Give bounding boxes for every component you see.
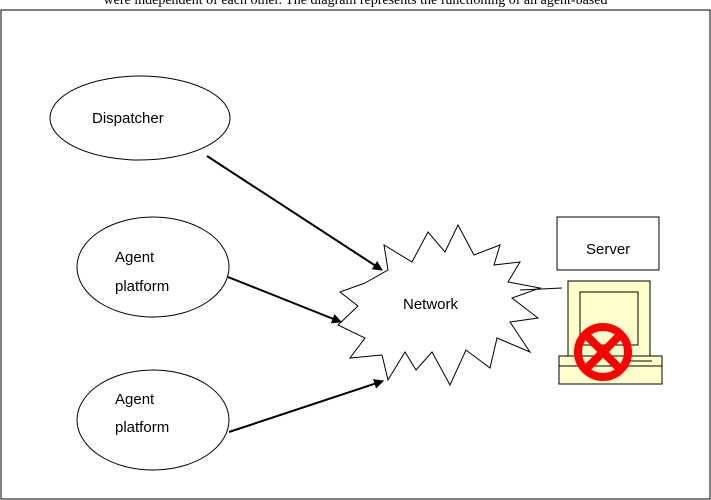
agent-platform-2-label-line1: Agent <box>115 391 155 408</box>
dispatcher-label: Dispatcher <box>92 110 164 127</box>
network-node: Network <box>337 223 542 387</box>
network-cloud-shape <box>337 223 542 387</box>
arrow-agent-platform-2-to-network <box>228 379 384 433</box>
network-server-link <box>519 287 563 291</box>
computer-icon <box>558 280 663 385</box>
agent-platform-node-2: Agent platform <box>76 369 230 471</box>
arrow-agent-platform-1-to-network <box>227 276 342 324</box>
arrow-dispatcher-to-network <box>206 155 383 271</box>
server-label-box: Server <box>556 216 660 271</box>
server-label: Server <box>586 241 630 258</box>
agent-platform-2-label-line2: platform <box>115 419 169 436</box>
caption-text: were independent of each other. The diag… <box>103 0 608 8</box>
network-label: Network <box>403 296 459 313</box>
dispatcher-node: Dispatcher <box>49 75 231 161</box>
agent-platform-1-label-line1: Agent <box>115 249 155 266</box>
agent-platform-1-label-line2: platform <box>115 278 169 295</box>
diagram-frame <box>0 9 711 500</box>
error-cross-icon <box>574 323 632 381</box>
agent-platform-node-1: Agent platform <box>76 216 230 318</box>
